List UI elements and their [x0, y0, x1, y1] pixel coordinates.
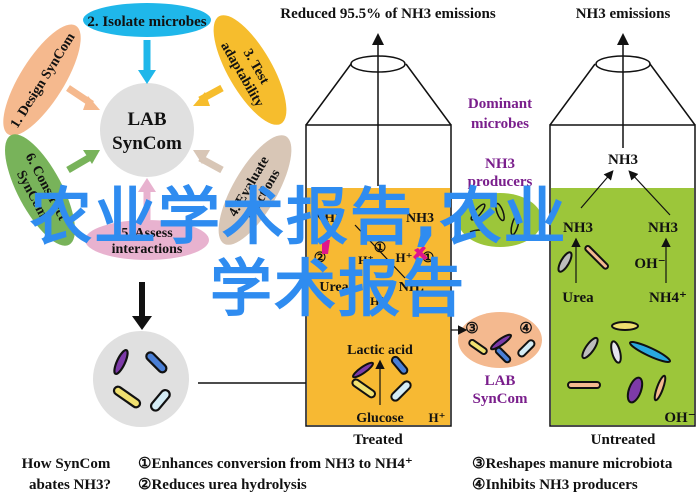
down-arrow-icon: [132, 282, 152, 330]
bacterium-blue: [145, 351, 168, 374]
untreated-container: NH3 emissions NH3 NH3 NH3 OH⁻ Urea NH4⁺ …: [549, 6, 696, 448]
treated-h-plus-right: H⁺: [396, 250, 413, 265]
untreated-title: NH3 emissions: [576, 6, 671, 22]
treated-h-plus-mid: H⁺: [358, 253, 374, 267]
step-arrows: [66, 40, 224, 220]
untreated-oh-bottom: OH⁻: [664, 410, 695, 426]
treated-nh3-left: NH3: [314, 211, 342, 226]
treated-nh4: NH₄⁺: [399, 280, 432, 295]
inhibition-marks: [322, 240, 428, 260]
treated-mark-1b: ①: [422, 251, 435, 266]
center-label-2: SynCom: [112, 133, 182, 154]
treated-nh3-right: NH3: [406, 211, 434, 226]
untreated-nh4: NH4⁺: [649, 290, 687, 306]
footer-question-2: abates NH3?: [29, 477, 111, 493]
step-2-isolate-microbes: [83, 3, 211, 37]
treated-mark-2: ②: [314, 251, 327, 266]
treated-label: Treated: [353, 432, 403, 448]
mark-4: ④: [519, 321, 532, 337]
footer-item-1: ①Enhances conversion from NH3 to NH4⁺: [138, 456, 413, 472]
footer-summary: How SynCom abates NH3? ①Enhances convers…: [22, 456, 673, 493]
treated-manure-fill: [307, 188, 450, 425]
bacterium-purple: [113, 348, 129, 376]
untreated-label: Untreated: [591, 432, 656, 448]
step-4-evaluate-functions: 4. Evaluate functions: [218, 135, 292, 245]
untreated-bacteria: [557, 245, 672, 404]
treated-container: Reduced 95.5% of NH3 emissions NH3 NH3 ①…: [280, 6, 496, 448]
treated-h-plus-low: H⁺: [370, 294, 386, 308]
footer-item-3: ③Reshapes manure microbiota: [472, 456, 673, 472]
treated-title: Reduced 95.5% of NH3 emissions: [280, 6, 496, 22]
lab-syncom-label-1: LAB: [485, 373, 516, 389]
step-2-label: 2. Isolate microbes: [87, 14, 206, 30]
mark-3: ③: [465, 321, 478, 337]
footer-item-2: ②Reduces urea hydrolysis: [138, 477, 307, 493]
syncom-bacteria-circle: [93, 331, 353, 427]
nh3-producers-2: producers: [468, 174, 533, 190]
dominant-microbes-1: Dominant: [468, 96, 532, 112]
treated-lactic-acid: Lactic acid: [347, 343, 413, 358]
step-5-label-1: 5. Assess: [121, 226, 173, 241]
step-5-label-2: interactions: [112, 242, 183, 257]
bacterium-lightblue: [149, 388, 171, 412]
untreated-nh3-right: NH3: [648, 220, 678, 236]
workflow-cycle: LAB SynCom 2. Isolate microbes 1. Design…: [3, 3, 292, 260]
bacterium-yellow: [112, 385, 142, 409]
step-1-design-syncom: 1. Design SynCom: [3, 24, 81, 136]
treated-bacteria: [351, 355, 412, 402]
step-3-test-adaptability: 3. Test adaptability: [213, 15, 287, 125]
lab-syncom-center: [100, 83, 194, 177]
nh3-producers-ellipse: [458, 193, 542, 247]
step-6-construct-syncom: 6. Construct SynCom: [5, 134, 75, 246]
untreated-nh3-top: NH3: [608, 152, 638, 168]
middle-legend: Dominant microbes NH3 producers ③ ④ LAB …: [451, 96, 542, 407]
dominant-microbes-2: microbes: [471, 116, 529, 132]
untreated-urea: Urea: [562, 290, 594, 306]
treated-glucose: Glucose: [356, 411, 403, 426]
nh3-producers-1: NH3: [485, 156, 515, 172]
treated-h-plus-bottom: H⁺: [429, 410, 446, 425]
untreated-oh-mid: OH⁻: [634, 256, 665, 272]
treated-mark-1a: ①: [374, 241, 387, 256]
lab-syncom-label-2: SynCom: [472, 391, 528, 407]
treated-urea: Urea: [319, 280, 348, 295]
untreated-nh3-left: NH3: [563, 220, 593, 236]
footer-item-4: ④Inhibits NH3 producers: [472, 477, 638, 493]
center-label-1: LAB: [127, 109, 166, 130]
step-5-assess-interactions: [85, 220, 209, 260]
footer-question-1: How SynCom: [22, 456, 111, 472]
